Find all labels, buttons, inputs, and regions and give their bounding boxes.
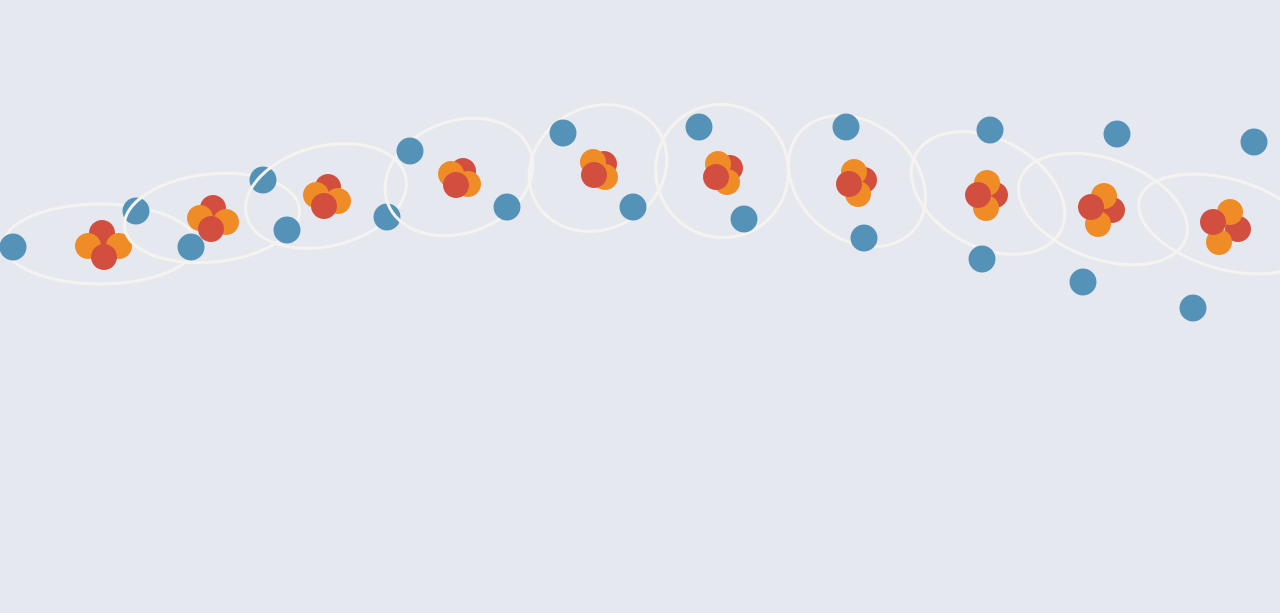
electron bbox=[850, 224, 878, 252]
electron bbox=[549, 119, 577, 147]
electron bbox=[685, 113, 713, 141]
electron bbox=[0, 233, 27, 261]
electron bbox=[249, 166, 277, 194]
orbit-ring bbox=[122, 171, 302, 265]
proton bbox=[91, 244, 117, 270]
electron bbox=[832, 113, 860, 141]
nucleus bbox=[836, 159, 877, 207]
proton bbox=[703, 164, 729, 190]
proton bbox=[581, 162, 607, 188]
orbit-ring bbox=[383, 116, 535, 238]
proton bbox=[1200, 209, 1226, 235]
nucleus bbox=[75, 220, 132, 270]
proton bbox=[198, 216, 224, 242]
electron bbox=[730, 205, 758, 233]
atom-9 bbox=[1017, 120, 1189, 296]
electron bbox=[1103, 120, 1131, 148]
nucleus bbox=[703, 151, 743, 195]
orbit-ring bbox=[527, 103, 669, 233]
electron bbox=[1069, 268, 1097, 296]
atom-8 bbox=[909, 116, 1067, 273]
nucleus bbox=[580, 149, 618, 190]
proton bbox=[311, 193, 337, 219]
nucleus bbox=[438, 158, 481, 198]
proton bbox=[443, 172, 469, 198]
electron bbox=[122, 197, 150, 225]
proton bbox=[965, 182, 991, 208]
electron bbox=[1240, 128, 1268, 156]
electron bbox=[273, 216, 301, 244]
nucleus bbox=[965, 170, 1008, 221]
orbit-ring bbox=[1137, 172, 1280, 276]
atom-6 bbox=[654, 102, 790, 240]
orbit-ring bbox=[909, 130, 1067, 256]
electron bbox=[396, 137, 424, 165]
atom-7 bbox=[787, 113, 927, 252]
proton bbox=[836, 171, 862, 197]
atom-1 bbox=[0, 197, 198, 286]
orbit-ring bbox=[787, 113, 927, 249]
proton bbox=[1078, 194, 1104, 220]
electron bbox=[177, 233, 205, 261]
atom-5 bbox=[527, 103, 669, 233]
orbit-ring bbox=[654, 102, 790, 240]
atom-2 bbox=[122, 166, 302, 265]
orbit-ring bbox=[244, 142, 408, 250]
electron bbox=[373, 203, 401, 231]
electron bbox=[619, 193, 647, 221]
electron bbox=[976, 116, 1004, 144]
electron bbox=[1179, 294, 1207, 322]
atom-10 bbox=[1137, 128, 1280, 322]
orbit-ring bbox=[1017, 151, 1189, 267]
nucleus bbox=[303, 174, 351, 219]
atom-3 bbox=[244, 142, 408, 250]
atom-4 bbox=[383, 116, 535, 238]
nucleus bbox=[1200, 199, 1251, 255]
nucleus bbox=[1078, 183, 1125, 237]
electron bbox=[493, 193, 521, 221]
electron bbox=[968, 245, 996, 273]
neutron bbox=[1206, 229, 1232, 255]
nucleus bbox=[187, 195, 239, 242]
